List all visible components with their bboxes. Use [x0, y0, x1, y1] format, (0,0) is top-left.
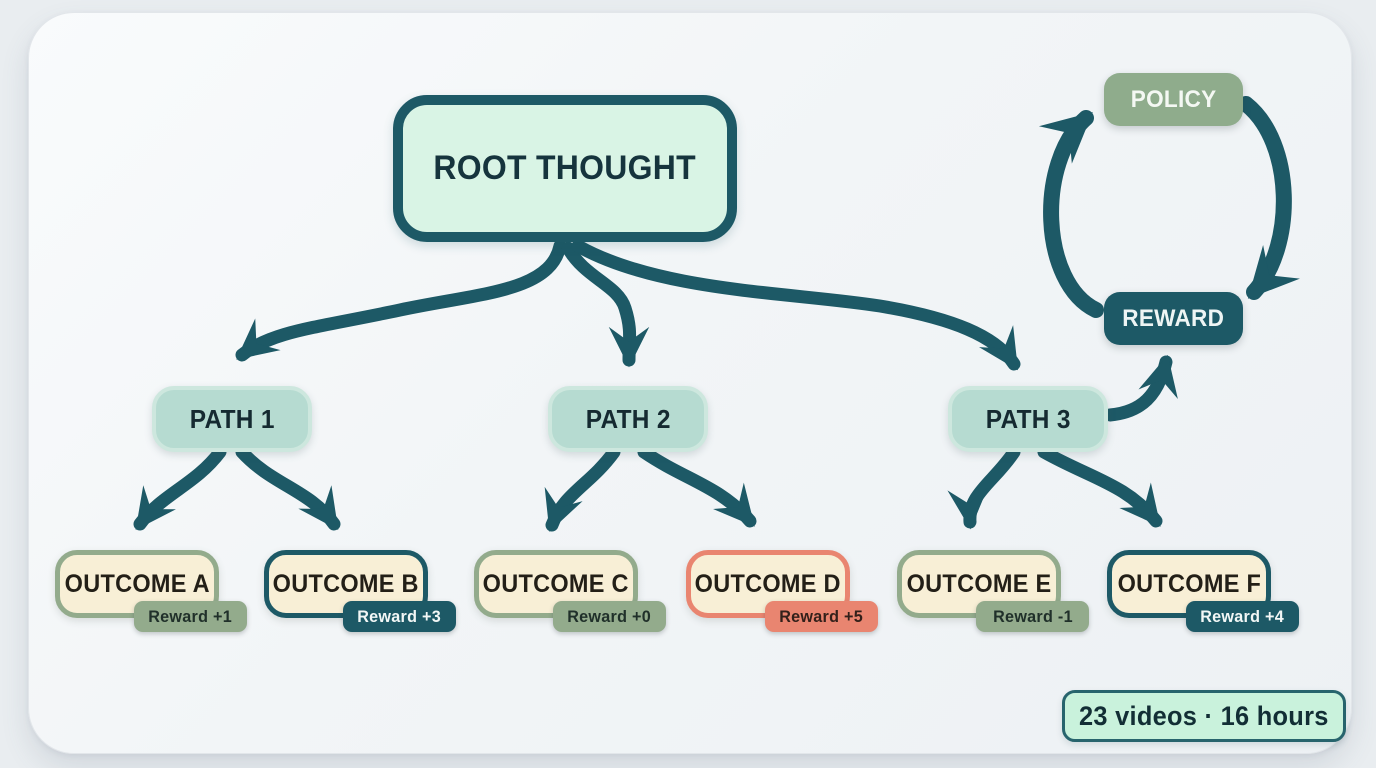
path-3-node: PATH 3 — [948, 386, 1108, 452]
outcome-a-reward-badge: Reward +1 — [134, 601, 247, 632]
reward-node: REWARD — [1104, 292, 1243, 345]
outcome-d-reward-badge: Reward +5 — [765, 601, 878, 632]
outcome-d-label: OUTCOME D — [694, 569, 842, 598]
outcome-f-node: OUTCOME F Reward +4 — [1107, 550, 1299, 632]
root-thought-label: ROOT THOUGHT — [433, 149, 697, 187]
path-3-label: PATH 3 — [985, 403, 1071, 434]
outcome-b-reward-badge: Reward +3 — [343, 601, 456, 632]
path-1-label: PATH 1 — [189, 403, 275, 434]
outcome-e-node: OUTCOME E Reward -1 — [897, 550, 1089, 632]
outcome-a-label: OUTCOME A — [64, 569, 210, 598]
outcome-f-reward-badge: Reward +4 — [1186, 601, 1299, 632]
outcome-c-node: OUTCOME C Reward +0 — [474, 550, 666, 632]
outcome-b-label: OUTCOME B — [272, 569, 420, 598]
path-2-node: PATH 2 — [548, 386, 708, 452]
course-stats-label: 23 videos · 16 hours — [1079, 700, 1329, 731]
outcome-e-label: OUTCOME E — [906, 569, 1052, 598]
path-2-label: PATH 2 — [585, 403, 671, 434]
outcome-d-node: OUTCOME D Reward +5 — [686, 550, 878, 632]
course-stats-badge: 23 videos · 16 hours — [1062, 690, 1346, 742]
reward-label: REWARD — [1122, 304, 1225, 332]
policy-label: POLICY — [1130, 85, 1217, 113]
outcome-f-label: OUTCOME F — [1117, 569, 1261, 598]
outcome-b-node: OUTCOME B Reward +3 — [264, 550, 456, 632]
path-1-node: PATH 1 — [152, 386, 312, 452]
outcome-c-label: OUTCOME C — [482, 569, 630, 598]
outcome-c-reward-badge: Reward +0 — [553, 601, 666, 632]
outcome-e-reward-badge: Reward -1 — [976, 601, 1089, 632]
root-thought-node: ROOT THOUGHT — [393, 95, 737, 242]
policy-node: POLICY — [1104, 73, 1243, 126]
outcome-a-node: OUTCOME A Reward +1 — [55, 550, 247, 632]
